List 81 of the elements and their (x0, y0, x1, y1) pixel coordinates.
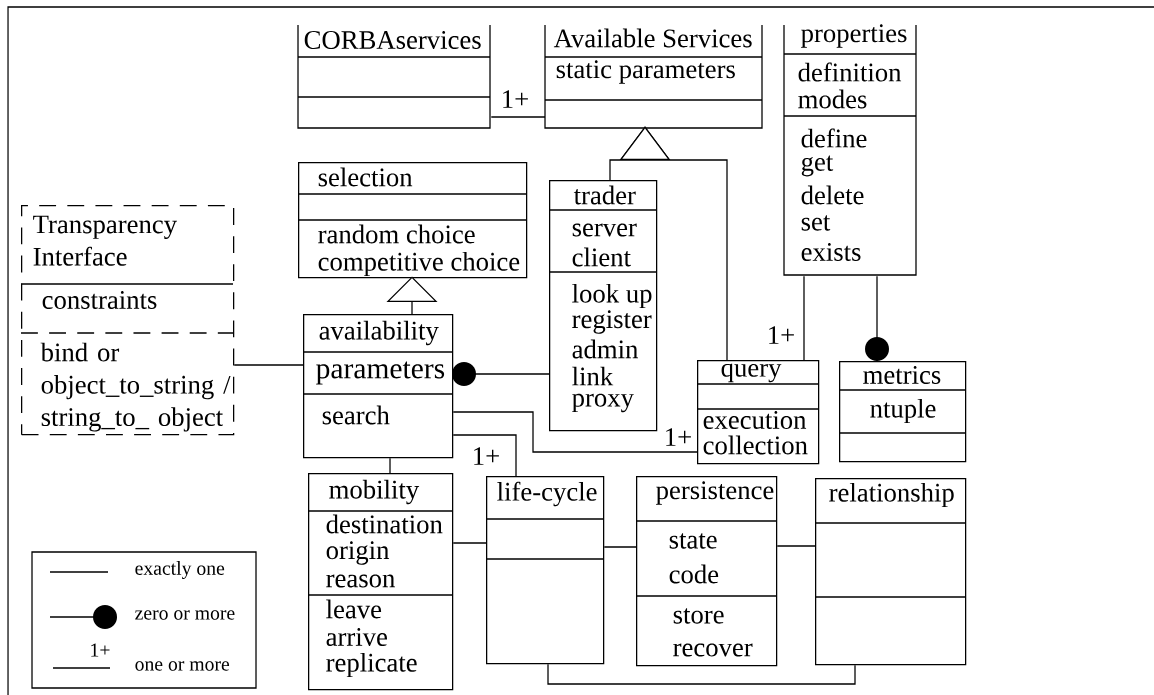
connector (233, 364, 304, 366)
class-box (814, 478, 967, 666)
class-box (544, 24, 763, 129)
operation: leave (326, 599, 382, 619)
operation: get (801, 155, 834, 177)
multiplicity-label: 1+ (499, 88, 531, 110)
attribute: origin (326, 541, 390, 565)
class-box (297, 24, 491, 129)
multiplicity-label: 1+ (470, 445, 502, 467)
operation: competitive choice (318, 251, 520, 277)
operation: exists (801, 243, 861, 261)
connector (452, 542, 487, 544)
connector (603, 546, 637, 548)
class-name: selection (318, 167, 413, 187)
legend-text: zero or more (135, 610, 235, 620)
attribute: code (669, 564, 719, 584)
attribute: reason (326, 574, 395, 588)
attribute: static parameters (556, 60, 735, 84)
operation: proxy (572, 393, 634, 413)
class-name: relationship (829, 482, 954, 508)
class-box (696, 360, 820, 465)
attribute: ntuple (870, 398, 936, 424)
connector (865, 275, 889, 362)
class-name: availability (319, 320, 439, 346)
connector (452, 411, 698, 453)
class-box (307, 473, 454, 691)
class-name: Transparency Interface (33, 215, 177, 266)
class-name: trader (573, 185, 636, 205)
class-box (783, 24, 917, 276)
class-name: CORBAservices (304, 31, 481, 49)
class-box (548, 180, 658, 432)
operation: define (801, 128, 867, 148)
class-box (838, 361, 967, 463)
operation: look up (572, 283, 652, 309)
operation: random choice (318, 224, 475, 244)
connector (776, 545, 816, 547)
legend-text: one or more (135, 661, 230, 671)
class-name: persistence (656, 481, 774, 505)
operation: replicate (326, 652, 417, 678)
connector (452, 434, 517, 477)
operation: set (801, 215, 831, 231)
attribute: definition (798, 62, 902, 82)
operation: link (572, 366, 614, 386)
class-name: metrics (863, 366, 941, 384)
attribute: state (669, 533, 717, 549)
legend-text: exactly one (135, 561, 225, 579)
attribute: modes (798, 89, 867, 109)
operation: collection (703, 435, 808, 455)
class-box (635, 476, 778, 667)
attribute: constraints (42, 291, 157, 309)
class-name: query (721, 363, 782, 383)
operation: delete (801, 185, 864, 205)
multiplicity-label: 1+ (765, 324, 797, 346)
class-name: properties (801, 24, 907, 48)
connector (389, 457, 391, 474)
connector (452, 362, 550, 386)
attribute: destination (326, 514, 443, 534)
class-name: Available Services (553, 28, 752, 48)
operation: register (572, 310, 652, 334)
attribute: parameters (316, 361, 445, 385)
operation: search (322, 405, 390, 425)
attribute: server (572, 223, 637, 237)
connector (490, 116, 546, 118)
connector (803, 275, 805, 361)
class-box (297, 162, 528, 279)
class-name: mobility (329, 479, 420, 505)
connector (547, 663, 856, 685)
operation: bind or object_to_string / string_to_ object (40, 342, 231, 432)
class-box (485, 476, 605, 665)
class-box (302, 314, 454, 459)
operation: admin (572, 339, 638, 359)
operation: recover (673, 643, 753, 657)
operation: execution (703, 411, 807, 429)
operation: arrive (326, 628, 387, 646)
attribute: client (572, 247, 631, 267)
class-name: life-cycle (497, 481, 597, 507)
connector (609, 126, 728, 361)
operation: store (673, 608, 724, 624)
multiplicity-label: 1+ (662, 426, 694, 448)
multiplicity-label: 1+ (91, 643, 110, 657)
interface-box (20, 205, 235, 436)
